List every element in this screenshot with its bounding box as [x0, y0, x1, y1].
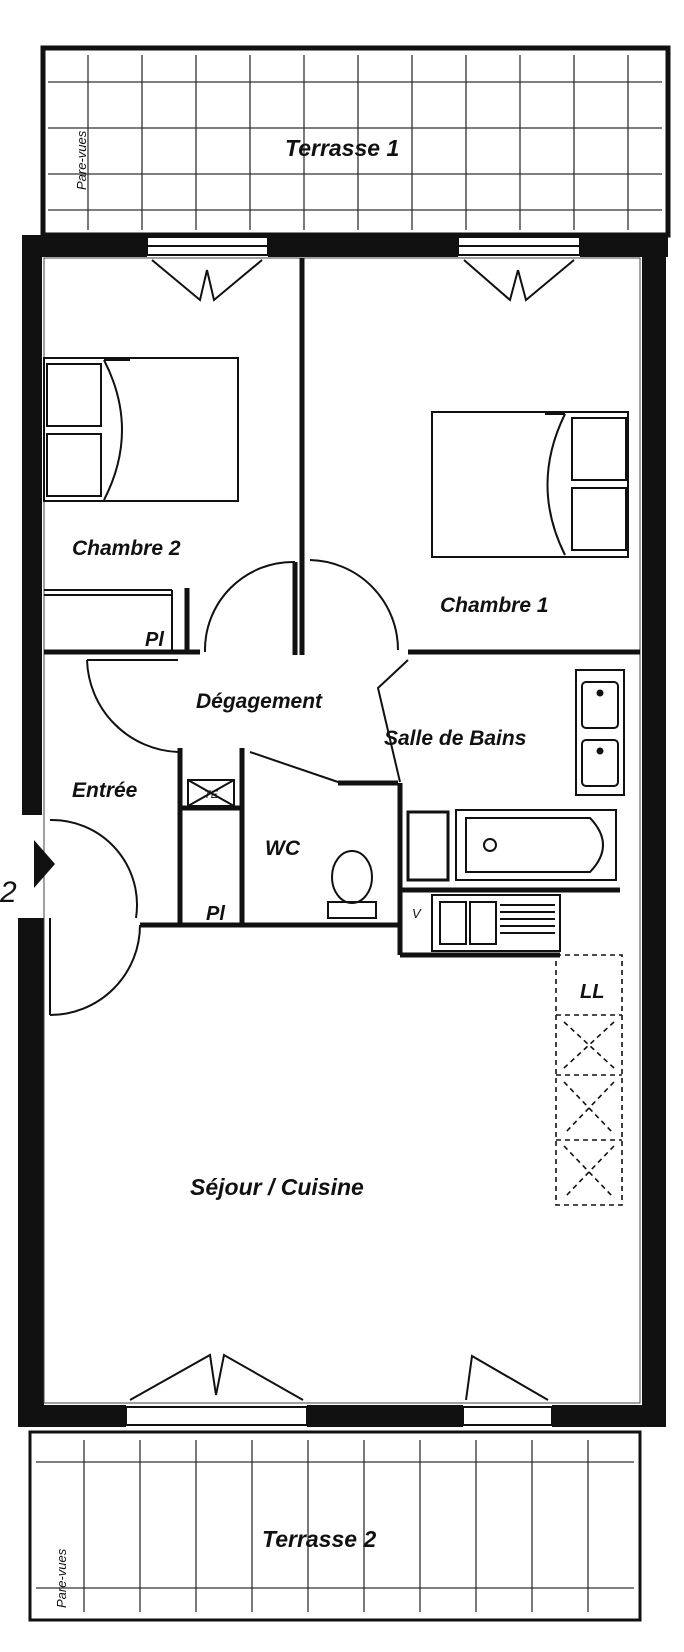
- interior-walls: [44, 258, 640, 958]
- label-chambre-1: Chambre 1: [440, 594, 549, 617]
- label-water-heater: TE: [204, 789, 219, 801]
- label-v: V: [412, 906, 422, 921]
- toilet: [327, 850, 377, 919]
- label-sejour-cuisine: Séjour / Cuisine: [190, 1174, 364, 1200]
- label-pare-vues-2: Pare-vues: [54, 1548, 69, 1608]
- window-sejour-right: [462, 1354, 553, 1426]
- bathroom-sinks: [575, 669, 625, 796]
- label-placard-a: Pl: [145, 629, 164, 651]
- bed-chambre-1: [431, 411, 629, 558]
- label-terrasse-1: Terrasse 1: [285, 135, 399, 161]
- wall-lining: [43, 257, 641, 1404]
- window-sejour-left: [125, 1353, 308, 1426]
- label-pare-vues-1: Pare-vues: [74, 130, 89, 190]
- closet-chambre-2: [44, 589, 173, 650]
- label-wc: WC: [265, 837, 301, 860]
- doors: [49, 559, 409, 1016]
- bath-shelf: [406, 810, 450, 882]
- terrasse-1-tiles: [48, 55, 662, 230]
- window-chambre-2: [146, 236, 269, 302]
- label-placard-b: Pl: [206, 903, 225, 925]
- outer-walls: [18, 235, 668, 1427]
- water-heater: [187, 779, 235, 807]
- window-chambre-1: [457, 236, 581, 302]
- terrasse-2: [28, 1430, 642, 1622]
- label-entree: Entrée: [72, 779, 138, 802]
- label-entry-number: 2: [0, 876, 17, 909]
- label-degagement: Dégagement: [196, 690, 323, 713]
- label-chambre-2: Chambre 2: [72, 537, 181, 560]
- entry-arrow-icon: [34, 840, 55, 888]
- bathtub: [455, 809, 617, 881]
- label-salle-de-bains: Salle de Bains: [384, 727, 526, 750]
- label-terrasse-2: Terrasse 2: [262, 1526, 376, 1552]
- kitchen-sink: [431, 894, 561, 952]
- bed-chambre-2: [43, 357, 239, 502]
- kitchen-units: [555, 954, 623, 1206]
- label-laundry: LL: [580, 981, 604, 1003]
